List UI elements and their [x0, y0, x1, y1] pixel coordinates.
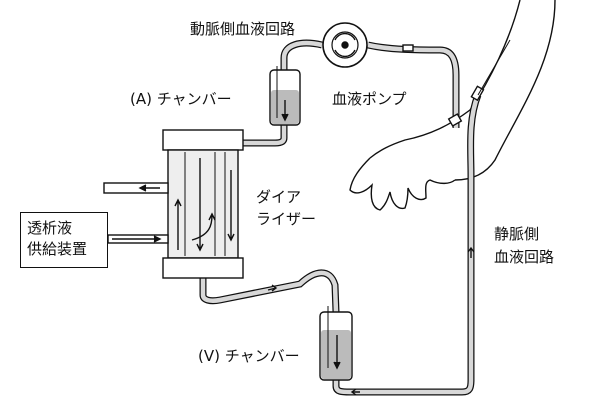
arterial-line-label: 動脈側血液回路	[190, 20, 296, 38]
dialyzer	[162, 129, 244, 279]
a-chamber-label: (A) チャンバー	[130, 90, 232, 108]
dialysate-out-pipe	[103, 182, 169, 194]
flow-arrow	[350, 388, 360, 396]
venous-line-label-line1: 静脈側	[494, 225, 540, 243]
dialysate-supply-unit: 透析液 供給装置	[20, 212, 108, 268]
pump-rotation-arrow	[334, 32, 356, 58]
flow-arrow	[467, 246, 475, 258]
arm-clamp	[447, 113, 463, 127]
flow-arrow	[267, 284, 278, 292]
blood-pump-label: 血液ポンプ	[332, 90, 407, 108]
v-chamber-label: (V) チャンバー	[198, 347, 300, 365]
hand-outline	[349, 157, 456, 211]
supply-label-line1: 透析液	[27, 219, 73, 237]
v-chamber	[319, 306, 353, 381]
venous-line-label-line2: 血液回路	[494, 248, 555, 266]
dialysate-in-pipe	[107, 234, 169, 244]
dialyzer-label-line1: ダイア	[256, 188, 302, 206]
dialyzer-to-v-chamber-tube	[199, 269, 340, 313]
dialyzer-label-line2: ライザー	[256, 210, 317, 228]
arterial-tube	[280, 39, 460, 128]
arterial-clamp	[402, 44, 414, 52]
venous-clamp	[470, 85, 485, 102]
supply-label-line2: 供給装置	[27, 240, 88, 258]
a-chamber	[269, 66, 301, 126]
